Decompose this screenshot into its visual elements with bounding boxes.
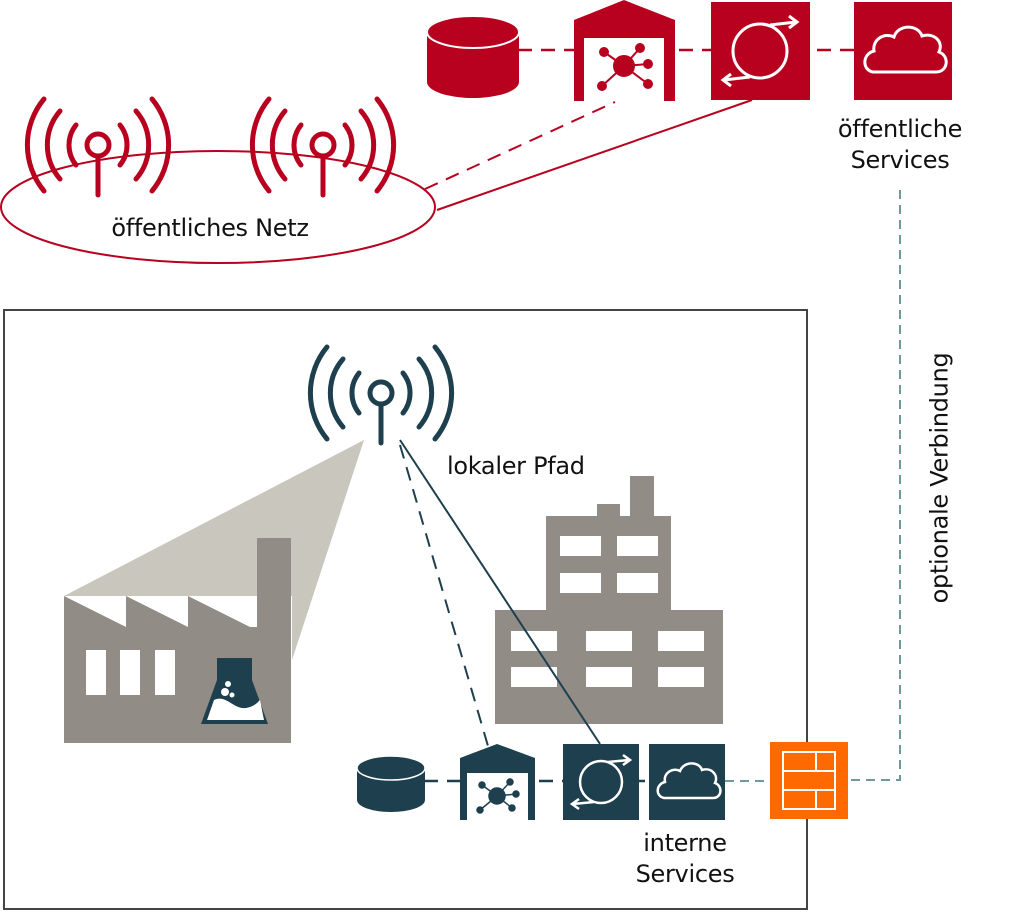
database-icon <box>426 15 520 98</box>
campus-boundary <box>3 309 808 910</box>
local-path-label: lokaler Pfad <box>447 452 585 480</box>
public-services-label: öffentliche Services <box>820 114 980 176</box>
public-network-group <box>0 99 436 264</box>
database-icon <box>356 755 426 812</box>
internal-services-label-line2: Services <box>635 860 735 888</box>
public-solid-link <box>436 99 753 211</box>
internal-services-label: interne Services <box>615 828 755 890</box>
public-services-label-line2: Services <box>850 146 950 174</box>
office-building-icon <box>495 476 723 724</box>
cloud-icon <box>854 2 952 100</box>
cloud-icon <box>649 744 725 820</box>
antenna-icon <box>310 347 451 443</box>
optional-connection-link <box>848 190 901 781</box>
public-network-label: öffentliches Netz <box>111 214 309 242</box>
factory-icon <box>64 538 291 743</box>
lab-flask-icon <box>201 658 268 724</box>
optional-connection-label: optionale Verbindung <box>925 352 954 604</box>
local-dashed-link <box>399 444 489 747</box>
local-solid-link <box>399 439 601 745</box>
firewall-icon <box>770 742 848 819</box>
edge-datacenter-icon <box>460 744 535 820</box>
public-services-label-line1: öffentliche <box>837 115 963 143</box>
internal-services-label-line1: interne <box>643 829 727 857</box>
exchange-cycle-icon <box>711 2 810 100</box>
antenna-icon <box>252 99 393 195</box>
antenna-icon <box>27 99 168 195</box>
coverage-beam <box>64 440 364 660</box>
public-dashed-link <box>424 101 616 190</box>
exchange-cycle-icon <box>563 744 639 820</box>
edge-datacenter-icon <box>574 0 675 101</box>
public-network-ellipse <box>0 150 436 264</box>
